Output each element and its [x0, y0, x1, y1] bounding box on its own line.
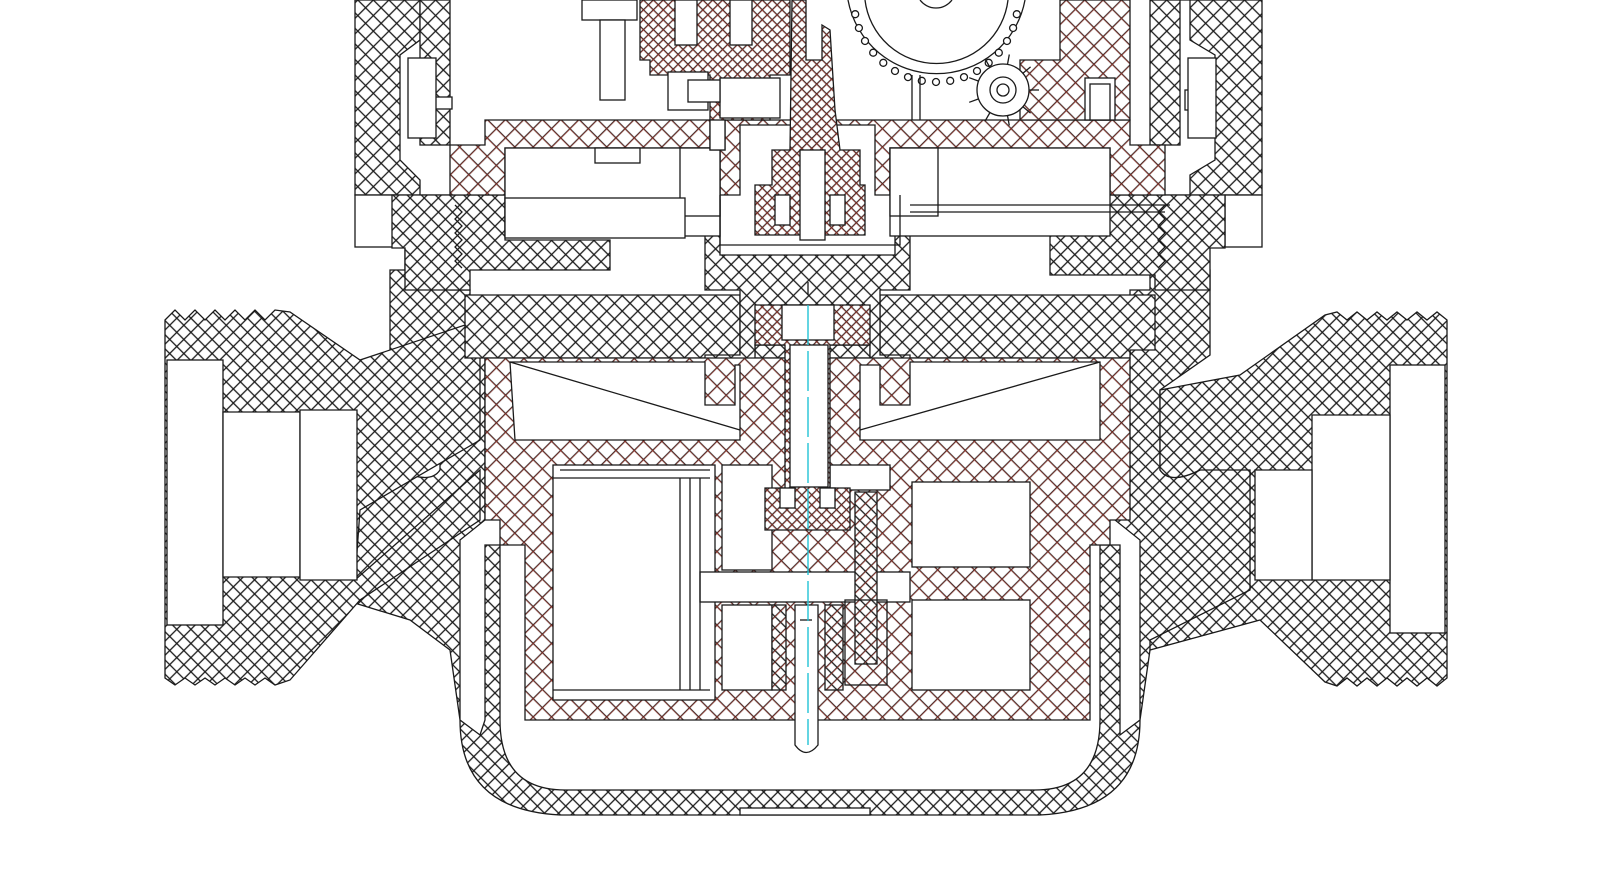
pinion-tooth: [984, 112, 991, 122]
gear-dot: [851, 10, 860, 19]
inlet-bore: [166, 359, 224, 626]
gear-dot: [1002, 36, 1012, 46]
gear-dot: [879, 58, 888, 67]
register-plate: [407, 0, 1217, 246]
lever-arm: [854, 491, 878, 665]
gear-dot: [931, 77, 941, 87]
pinion-tooth: [1006, 54, 1010, 65]
gear-dot: [860, 36, 870, 46]
gear-dot: [903, 72, 913, 82]
pinion-tooth: [1022, 66, 1032, 74]
pinion-tooth: [968, 98, 979, 103]
gear-teeth-dots: [851, 10, 1021, 87]
dial-gear: [847, 0, 1039, 126]
gear-dot: [1012, 10, 1021, 19]
pinion-teeth: [968, 54, 1039, 126]
pinion-tooth: [968, 77, 979, 82]
register-frame: [449, 119, 1166, 196]
register-spindle: [754, 0, 866, 236]
outlet-bore: [1389, 364, 1446, 634]
lower-bearing-right: [824, 604, 844, 691]
gear-dot: [854, 23, 864, 33]
lower-pin: [794, 604, 819, 754]
lower-bearing-left: [771, 604, 787, 691]
pinion-tooth: [1006, 115, 1010, 126]
housing-right-wall: [1180, 0, 1263, 196]
gear-dot: [972, 66, 982, 76]
measuring-chamber: [484, 304, 1131, 754]
gear-dot: [869, 48, 878, 57]
gear-dot: [1008, 23, 1018, 33]
gear-dot: [946, 76, 955, 85]
pinion-tooth: [1022, 106, 1032, 114]
base-mark: [739, 807, 871, 816]
gear-dot: [890, 66, 900, 76]
meter-body: [164, 194, 1448, 816]
gear-dot: [959, 72, 969, 82]
pinion-tooth: [984, 58, 991, 68]
gear-dot: [994, 48, 1003, 57]
